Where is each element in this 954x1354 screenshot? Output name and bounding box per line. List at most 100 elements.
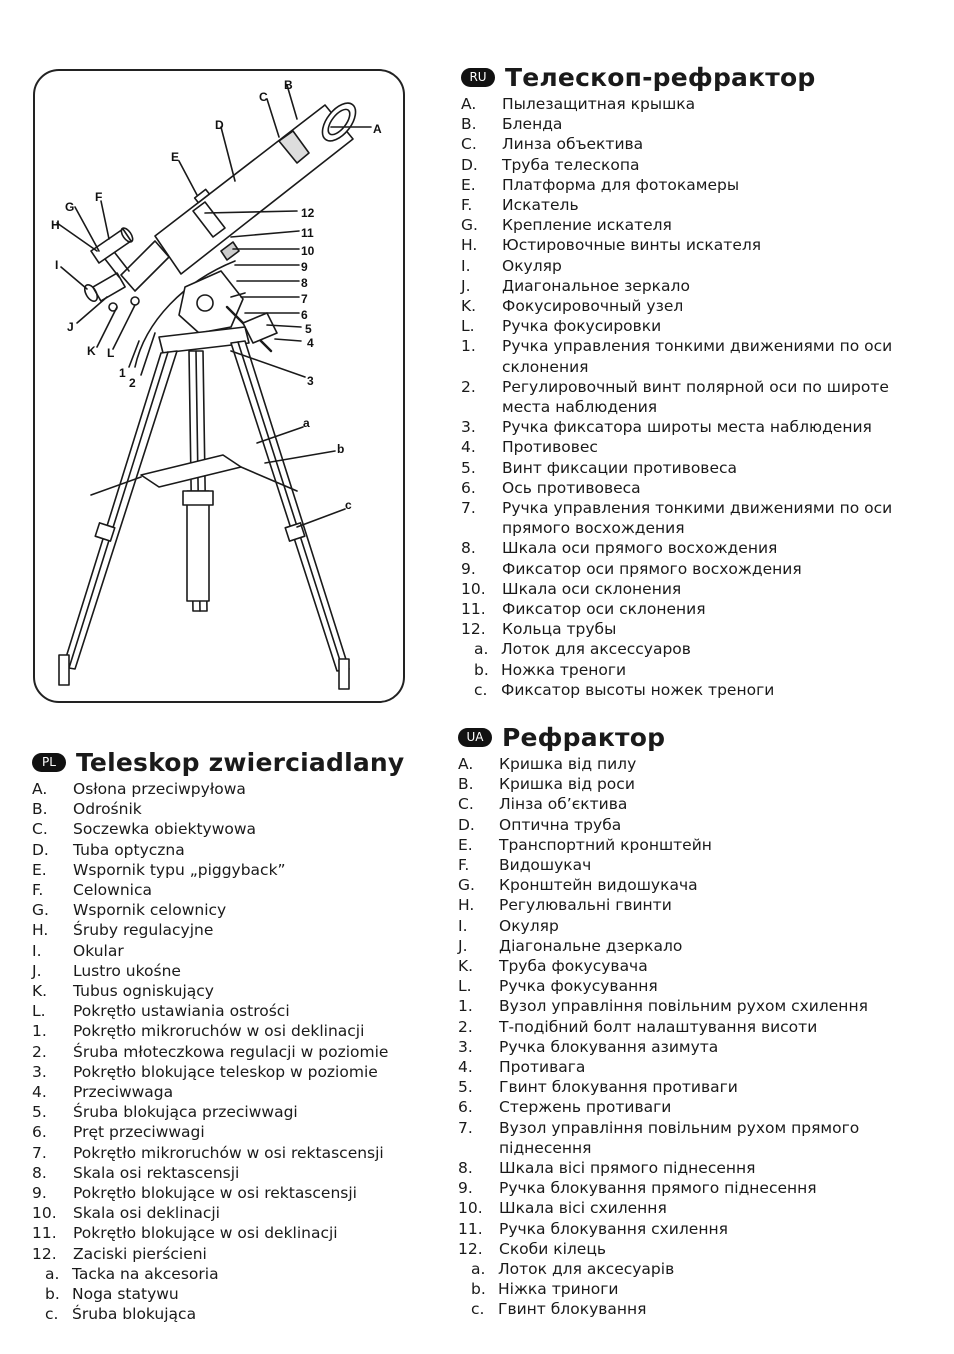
item-key: F. bbox=[461, 196, 473, 215]
item-key: B. bbox=[461, 115, 477, 134]
list-item: 3. Pokrętło blokujące teleskop w poziomie bbox=[32, 1062, 442, 1082]
list-item: 1.Pokrętło mikroruchów w osi deklinacji bbox=[32, 1021, 442, 1041]
item-text: Фиксатор оси прямого восхождения bbox=[502, 559, 802, 578]
callout-H: H bbox=[51, 218, 60, 232]
item-key: 2. bbox=[32, 1042, 47, 1061]
list-item: D.Tuba optyczna bbox=[32, 840, 442, 860]
item-key: E. bbox=[458, 835, 473, 854]
list-item: 8.Шкала оси прямого восхождения bbox=[461, 538, 931, 558]
list-item: c.Śruba blokująca bbox=[32, 1304, 442, 1324]
callout-3: 3 bbox=[307, 374, 314, 388]
list-item: C.Лінза об’єктива bbox=[458, 794, 928, 814]
item-text: Odrośnik bbox=[73, 800, 142, 819]
list-item: 4.Przeciwwaga bbox=[32, 1082, 442, 1102]
callout-5: 5 bbox=[305, 322, 312, 336]
telescope-diagram: A B C D E F G H I J K L 1 2 3 4 5 6 7 8 … bbox=[33, 69, 405, 703]
item-key: b. bbox=[45, 1285, 60, 1304]
item-text: Крепление искателя bbox=[502, 216, 672, 235]
ua-language-badge: UA bbox=[458, 727, 492, 747]
list-item: 11.Ручка блокування схилення bbox=[458, 1219, 928, 1239]
callout-E: E bbox=[171, 150, 179, 164]
item-key: 9. bbox=[458, 1179, 473, 1198]
list-item: J.Диагональное зеркало bbox=[461, 276, 931, 296]
item-text: Шкала вісі схилення bbox=[499, 1199, 667, 1218]
list-item: 10.Шкала вісі схилення bbox=[458, 1198, 928, 1218]
list-item: 11.Pokrętło blokujące w osi deklinacji bbox=[32, 1223, 442, 1243]
item-key: 2. bbox=[461, 377, 476, 396]
callout-4: 4 bbox=[307, 336, 314, 350]
list-item: I.Окуляр bbox=[458, 916, 928, 936]
callout-D: D bbox=[215, 118, 224, 132]
item-key: D. bbox=[458, 815, 475, 834]
list-item: G.Крепление искателя bbox=[461, 215, 931, 235]
item-key: 10. bbox=[32, 1204, 57, 1223]
item-text: Pokrętło blokujące teleskop w poziomie bbox=[73, 1062, 378, 1081]
callout-F: F bbox=[95, 190, 102, 204]
item-text: Ось противовеса bbox=[502, 478, 641, 497]
item-key: 7. bbox=[458, 1118, 473, 1137]
item-key: b. bbox=[474, 660, 489, 679]
item-key: 6. bbox=[458, 1098, 473, 1117]
list-item: J.Діагональне дзеркало bbox=[458, 936, 928, 956]
list-item: 3.Ручка фиксатора широты места наблюдени… bbox=[461, 417, 931, 437]
item-key: 4. bbox=[461, 438, 476, 457]
list-item: b.Ножка треноги bbox=[461, 660, 931, 680]
item-text: Регулювальні гвинти bbox=[499, 896, 672, 915]
list-item: E.Транспортний кронштейн bbox=[458, 835, 928, 855]
pl-header: PL Teleskop zwierciadlany bbox=[32, 745, 442, 779]
list-item: 8. Шкала вісі прямого піднесення bbox=[458, 1158, 928, 1178]
item-text: Юстировочные винты искателя bbox=[502, 236, 762, 255]
item-text: Soczewka obiektywowa bbox=[73, 820, 257, 839]
item-key: 8. bbox=[458, 1159, 473, 1178]
list-item: c.Фиксатор высоты ножек треноги bbox=[461, 680, 931, 700]
item-key: 12. bbox=[461, 620, 486, 639]
item-key: A. bbox=[458, 755, 474, 773]
callout-c: c bbox=[345, 498, 352, 512]
list-item: D. Оптична труба bbox=[458, 815, 928, 835]
item-text: Шкала вісі прямого піднесення bbox=[499, 1159, 756, 1178]
list-item: 11.Фиксатор оси склонения bbox=[461, 599, 931, 619]
list-item: 2. Регулировочный винт полярной оси по ши… bbox=[461, 377, 931, 417]
list-item: I.Okular bbox=[32, 941, 442, 961]
callout-6: 6 bbox=[301, 308, 308, 322]
ua-header: UA Рефрактор bbox=[458, 720, 928, 754]
item-text: Ручка фокусировки bbox=[502, 317, 662, 336]
item-text: Труба телескопа bbox=[502, 155, 640, 174]
item-text: Pokrętło blokujące w osi rektascensji bbox=[73, 1184, 357, 1203]
ua-title: Рефрактор bbox=[502, 722, 666, 752]
item-text: Osłona przeciwpyłowa bbox=[73, 780, 246, 798]
item-key: 3. bbox=[32, 1062, 47, 1081]
item-key: I. bbox=[461, 256, 471, 275]
item-text: Винт фиксации противовеса bbox=[502, 458, 737, 477]
item-key: 11. bbox=[32, 1224, 57, 1243]
list-item: F.Видошукач bbox=[458, 855, 928, 875]
item-key: J. bbox=[461, 276, 471, 295]
list-item: c.Гвинт блокування bbox=[458, 1299, 928, 1319]
list-item: D.Труба телескопа bbox=[461, 155, 931, 175]
list-item: 7.Ручка управления тонкими движениями по… bbox=[461, 498, 931, 538]
item-text: Фиксатор высоты ножек треноги bbox=[501, 680, 775, 699]
item-key: 8. bbox=[32, 1163, 47, 1182]
item-key: G. bbox=[458, 876, 475, 895]
item-text: Przeciwwaga bbox=[73, 1083, 174, 1102]
list-item: b.Noga statywu bbox=[32, 1284, 442, 1304]
item-key: 6. bbox=[32, 1123, 47, 1142]
item-key: a. bbox=[471, 1260, 486, 1279]
item-text: Противага bbox=[499, 1058, 586, 1077]
item-text: Регулировочный винт полярной оси по широ… bbox=[502, 377, 889, 417]
item-text: Ручка блокування азимута bbox=[499, 1037, 719, 1056]
item-key: 3. bbox=[458, 1037, 473, 1056]
list-item: H.Śruby regulacyjne bbox=[32, 920, 442, 940]
item-text: Оптична труба bbox=[499, 815, 622, 834]
item-text: Шкала оси прямого восхождения bbox=[502, 539, 778, 558]
item-key: 12. bbox=[458, 1239, 483, 1258]
item-text: Т-подібний болт налаштування висоти bbox=[499, 1017, 818, 1036]
item-key: I. bbox=[32, 941, 42, 960]
list-item: F.Искатель bbox=[461, 195, 931, 215]
callout-7: 7 bbox=[301, 292, 308, 306]
item-key: J. bbox=[458, 936, 468, 955]
item-key: 6. bbox=[461, 478, 476, 497]
list-item: 2.Т-подібний болт налаштування висоти bbox=[458, 1017, 928, 1037]
list-item: G.Кронштейн видошукача bbox=[458, 875, 928, 895]
item-text: Скоби кілець bbox=[499, 1239, 607, 1258]
